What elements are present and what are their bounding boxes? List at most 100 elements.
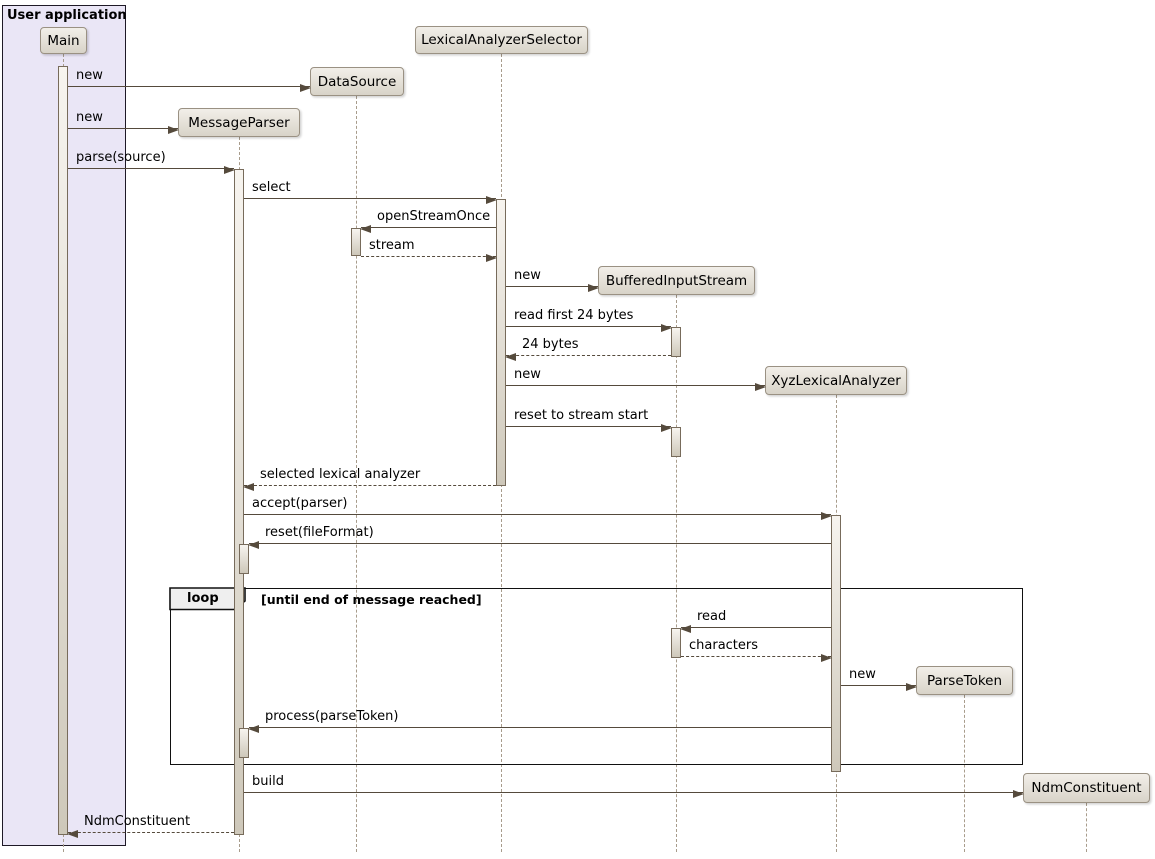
message-label: stream [369, 238, 415, 253]
message-return-stream: stream [361, 237, 497, 262]
message-label: NdmConstituent [84, 814, 191, 829]
message-openstreamonce: openStreamOnce [360, 208, 496, 233]
message-read: read [680, 608, 831, 633]
message-line [506, 326, 671, 327]
message-label: read first 24 bytes [514, 308, 634, 323]
message-line [68, 128, 178, 129]
message-line [244, 514, 831, 515]
arrowhead-icon [821, 654, 832, 662]
activation-datasource [351, 228, 361, 256]
activation-messageparser-nested-2 [239, 728, 249, 758]
message-label: new [76, 68, 103, 83]
arrowhead-icon [67, 830, 78, 838]
message-line [681, 656, 831, 657]
message-label: characters [689, 638, 759, 653]
message-process-parsetoken: process(parseToken) [248, 708, 831, 733]
message-return-selected-lexical-analyzer: selected lexical analyzer [243, 466, 496, 491]
arrowhead-icon [505, 353, 516, 361]
arrowhead-icon [661, 324, 672, 332]
loop-condition-label: [until end of message reached] [261, 592, 482, 607]
activation-messageparser-nested-1 [239, 544, 249, 574]
arrowhead-icon [755, 383, 766, 391]
message-label: reset to stream start [514, 408, 649, 423]
arrowhead-icon [680, 625, 691, 633]
message-new-messageparser: new [68, 109, 179, 134]
message-line [506, 355, 671, 356]
loop-fragment: loop [until end of message reached] [169, 587, 1023, 765]
lifeline-datasource [356, 96, 357, 852]
message-line [841, 685, 916, 686]
activation-bufferedinputstream-3 [671, 628, 681, 658]
arrowhead-icon [486, 254, 497, 262]
message-label: reset(fileFormat) [265, 525, 374, 540]
participant-messageparser: MessageParser [178, 108, 300, 137]
message-line [68, 832, 234, 833]
message-parse-source: parse(source) [68, 149, 235, 174]
message-label: new [76, 110, 103, 125]
message-label: build [252, 774, 284, 789]
lifeline-bufferedinputstream [676, 295, 677, 852]
message-reset-fileformat: reset(fileFormat) [248, 524, 831, 549]
participant-parsetoken: ParseToken [916, 666, 1013, 695]
message-label: process(parseToken) [265, 709, 399, 724]
message-read-first-24-bytes: read first 24 bytes [506, 307, 672, 332]
arrowhead-icon [486, 196, 497, 204]
user-application-title: User application [7, 8, 127, 23]
message-line [68, 168, 234, 169]
arrowhead-icon [906, 683, 917, 691]
message-line [681, 627, 831, 628]
message-accept-parser: accept(parser) [244, 495, 832, 520]
message-line [506, 426, 671, 427]
message-return-24-bytes: 24 bytes [505, 336, 671, 361]
message-label: selected lexical analyzer [260, 467, 421, 482]
message-line [249, 727, 831, 728]
arrowhead-icon [360, 225, 371, 233]
message-new-xyzlexicalanalyzer: new [506, 366, 766, 391]
arrowhead-icon [1013, 790, 1024, 798]
message-line [361, 256, 496, 257]
message-new-parsetoken: new [841, 666, 917, 691]
message-label: parse(source) [76, 150, 166, 165]
message-line [244, 198, 496, 199]
activation-main [58, 66, 68, 835]
message-label: accept(parser) [252, 496, 348, 511]
activation-lexicalanalyzerselector [496, 199, 506, 486]
participant-ndmconstituent: NdmConstituent [1023, 773, 1150, 803]
arrowhead-icon [300, 84, 311, 92]
arrowhead-icon [248, 541, 259, 549]
arrowhead-icon [224, 166, 235, 174]
lifeline-ndmconstituent [1086, 803, 1087, 852]
message-line [68, 86, 310, 87]
arrowhead-icon [661, 424, 672, 432]
participant-lexicalanalyzerselector: LexicalAnalyzerSelector [415, 26, 588, 54]
activation-bufferedinputstream-1 [671, 327, 681, 357]
activation-messageparser [234, 169, 244, 835]
message-label: openStreamOnce [377, 209, 491, 224]
participant-main: Main [40, 27, 87, 54]
loop-operator-label: loop [187, 591, 219, 606]
message-new-bufferedinputstream: new [506, 267, 599, 292]
participant-datasource: DataSource [310, 67, 404, 96]
message-label: new [514, 367, 541, 382]
activation-xyzlexicalanalyzer [831, 515, 841, 772]
lifeline-parsetoken [964, 695, 965, 852]
message-label: new [514, 268, 541, 283]
message-line [244, 792, 1023, 793]
arrowhead-icon [243, 483, 254, 491]
arrowhead-icon [248, 725, 259, 733]
arrowhead-icon [588, 284, 599, 292]
message-new-datasource: new [68, 67, 311, 92]
message-line [506, 286, 598, 287]
arrowhead-icon [821, 512, 832, 520]
message-label: read [697, 609, 727, 624]
arrowhead-icon [168, 126, 179, 134]
message-return-ndmconstituent: NdmConstituent [67, 813, 234, 838]
message-label: new [849, 667, 876, 682]
message-line [361, 227, 496, 228]
message-select: select [244, 179, 497, 204]
message-line [244, 485, 496, 486]
message-build: build [244, 773, 1024, 798]
activation-bufferedinputstream-2 [671, 427, 681, 457]
message-line [506, 385, 765, 386]
